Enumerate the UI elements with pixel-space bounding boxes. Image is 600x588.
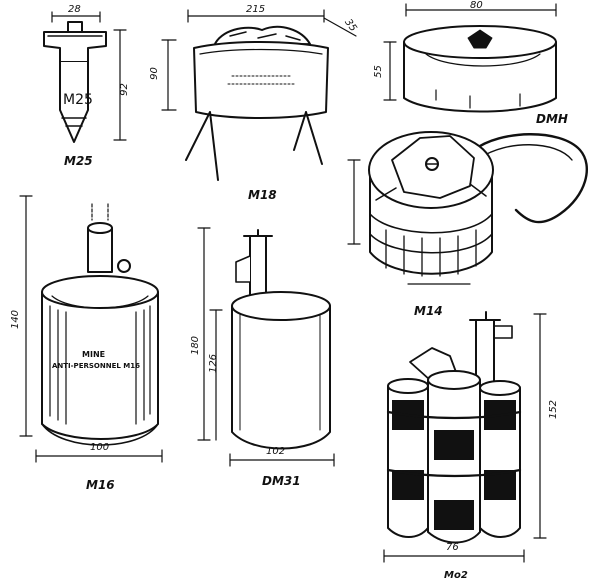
m18-caption: M18 xyxy=(248,188,277,202)
m18-height-dim: 90 xyxy=(148,67,160,80)
m16-label-line1: MINE xyxy=(82,350,106,359)
m25-drawing xyxy=(43,11,127,143)
m14-caption: M14 xyxy=(414,304,443,318)
m18-drawing xyxy=(161,9,357,181)
mo2-caption: Mo2 xyxy=(444,570,468,581)
mo2-width-dim: 76 xyxy=(446,542,459,553)
dm31-caption: DM31 xyxy=(262,474,301,488)
m16-drawing xyxy=(19,195,163,463)
m25-body-text: M25 xyxy=(63,92,93,108)
m25-caption: M25 xyxy=(64,154,93,168)
m25-height-dim: 92 xyxy=(118,83,130,96)
m18-width-dim: 215 xyxy=(246,4,266,15)
dmh-width-dim: 80 xyxy=(470,0,483,11)
dm31-height-dim-outer: 180 xyxy=(190,335,202,356)
mo2-height-dim: 152 xyxy=(548,399,560,420)
dm31-width-dim: 102 xyxy=(266,446,286,457)
m25-width-dim: 28 xyxy=(68,4,81,15)
m16-height-dim: 140 xyxy=(10,309,22,330)
m14-drawing xyxy=(347,131,588,285)
dmh-drawing xyxy=(383,3,557,113)
m16-width-dim: 100 xyxy=(90,442,110,453)
m16-label-line2: ANTI-PERSONNEL M16 xyxy=(52,362,140,370)
mo2-drawing xyxy=(383,311,547,563)
dm31-drawing xyxy=(197,227,335,467)
dm31-height-dim-inner: 126 xyxy=(208,353,220,374)
m16-caption: M16 xyxy=(86,478,115,492)
dmh-height-dim: 55 xyxy=(372,65,384,78)
dmh-caption: DMH xyxy=(536,112,568,126)
